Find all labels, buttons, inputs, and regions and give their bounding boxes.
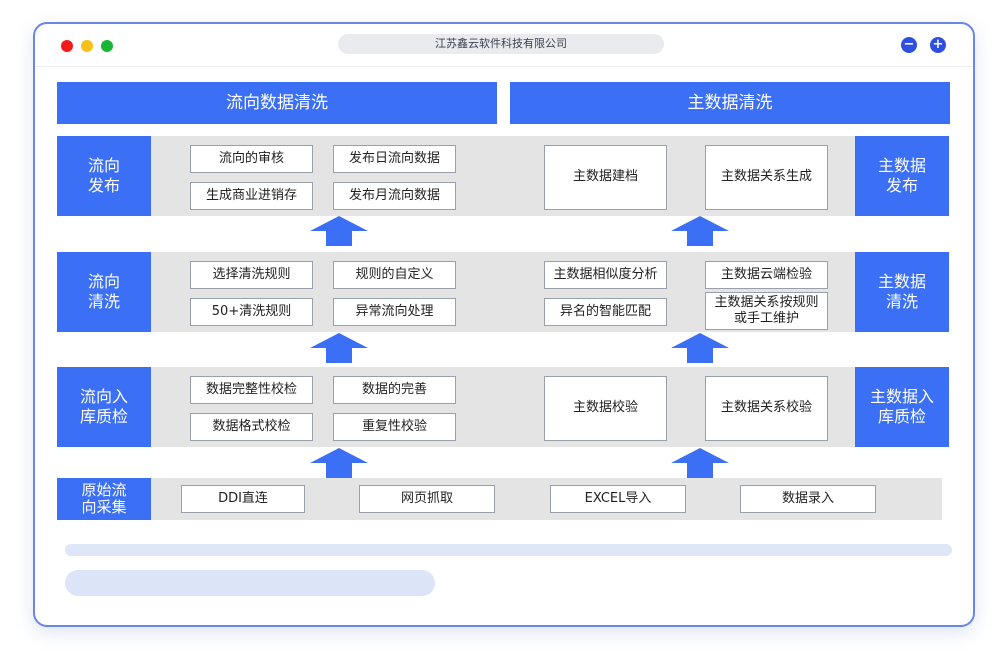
- side-label-right-clean: 主数据 清洗: [855, 252, 949, 332]
- box-clean-right-4: 主数据关系按规则 或手工维护: [705, 292, 828, 330]
- box-clean-left-2: 规则的自定义: [333, 261, 456, 289]
- address-bar[interactable]: 江苏鑫云软件科技有限公司: [338, 34, 664, 54]
- box-clean-left-4: 异常流向处理: [333, 298, 456, 326]
- box-quality-left-2: 数据的完善: [333, 376, 456, 404]
- box-publish-right-1: 主数据建档: [544, 145, 667, 210]
- up-arrow-icon: [671, 333, 729, 363]
- box-quality-right-2: 主数据关系校验: [705, 376, 828, 441]
- zoom-in-icon[interactable]: +: [930, 37, 946, 53]
- box-clean-left-3: 50+清洗规则: [190, 298, 313, 326]
- box-collect-3: EXCEL导入: [550, 485, 686, 513]
- side-label-right-quality: 主数据入 库质检: [855, 367, 949, 447]
- up-arrow-icon: [671, 448, 729, 478]
- up-arrow-icon: [310, 448, 368, 478]
- box-collect-4: 数据录入: [740, 485, 876, 513]
- box-quality-right-1: 主数据校验: [544, 376, 667, 441]
- box-clean-right-2: 主数据云端检验: [705, 261, 828, 289]
- close-dot-icon[interactable]: [61, 40, 73, 52]
- box-quality-left-4: 重复性校验: [333, 413, 456, 441]
- side-label-left-publish: 流向 发布: [57, 136, 151, 216]
- box-quality-left-1: 数据完整性校检: [190, 376, 313, 404]
- placeholder-bar-long: [65, 544, 952, 556]
- side-label-left-quality: 流向入 库质检: [57, 367, 151, 447]
- up-arrow-icon: [310, 333, 368, 363]
- maximize-dot-icon[interactable]: [101, 40, 113, 52]
- box-clean-right-3: 异名的智能匹配: [544, 298, 667, 326]
- box-quality-left-3: 数据格式校检: [190, 413, 313, 441]
- title-bar: 江苏鑫云软件科技有限公司 − +: [35, 24, 973, 67]
- box-publish-left-1: 流向的审核: [190, 145, 313, 173]
- side-label-left-clean: 流向 清洗: [57, 252, 151, 332]
- box-collect-1: DDI直连: [181, 485, 305, 513]
- side-label-right-publish: 主数据 发布: [855, 136, 949, 216]
- placeholder-bar-short: [65, 570, 435, 596]
- header-right: 主数据清洗: [510, 82, 950, 124]
- zoom-out-icon[interactable]: −: [901, 37, 917, 53]
- box-publish-left-2: 发布日流向数据: [333, 145, 456, 173]
- box-publish-right-2: 主数据关系生成: [705, 145, 828, 210]
- box-clean-right-1: 主数据相似度分析: [544, 261, 667, 289]
- minimize-dot-icon[interactable]: [81, 40, 93, 52]
- header-left: 流向数据清洗: [57, 82, 497, 124]
- box-publish-left-3: 生成商业进销存: [190, 182, 313, 210]
- up-arrow-icon: [310, 216, 368, 246]
- side-label-collect: 原始流 向采集: [57, 478, 151, 520]
- box-collect-2: 网页抓取: [359, 485, 495, 513]
- up-arrow-icon: [671, 216, 729, 246]
- box-publish-left-4: 发布月流向数据: [333, 182, 456, 210]
- box-clean-left-1: 选择清洗规则: [190, 261, 313, 289]
